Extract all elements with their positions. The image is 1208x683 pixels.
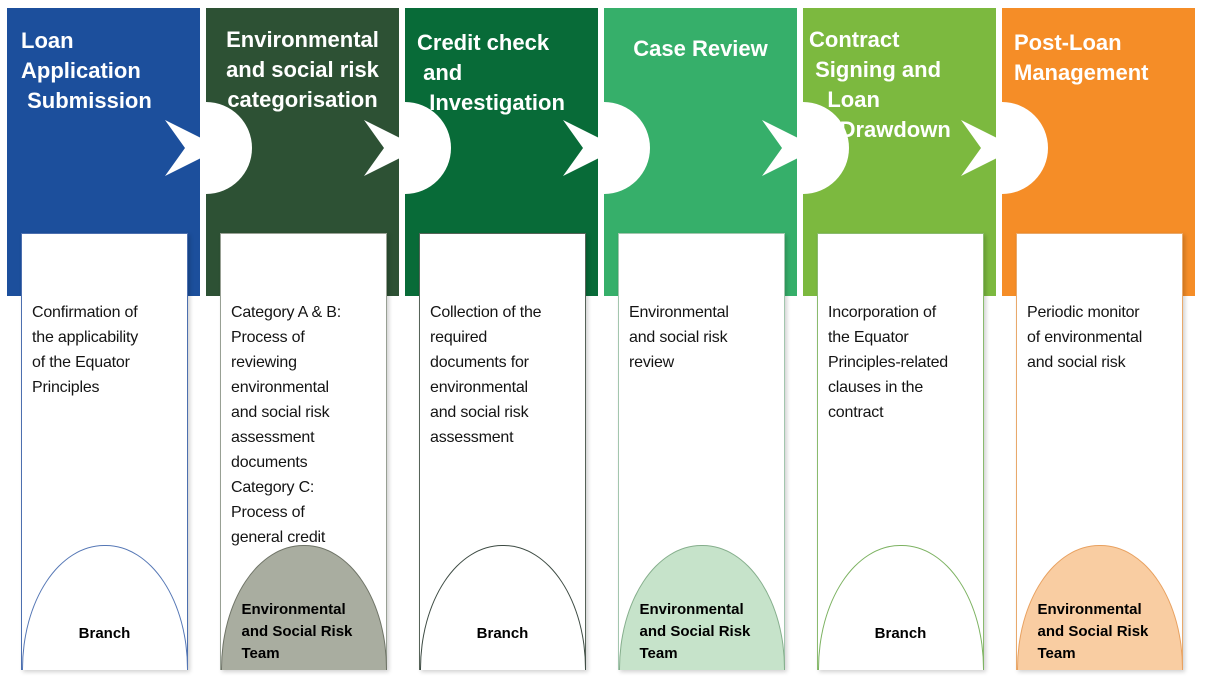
- chevron-right-icon: [961, 120, 1017, 176]
- stage-column-contract-signing: Contract Signing and Loan Drawdown Incor…: [803, 8, 996, 670]
- stage-column-post-loan: Post-Loan Management Periodic monitor of…: [1002, 8, 1195, 670]
- stage-description: Environmental and social risk review: [629, 304, 729, 371]
- owner-dome: Branch: [21, 545, 188, 670]
- owner-label: Branch: [78, 625, 131, 642]
- stage-description: Confirmation of the applicability of the…: [32, 304, 138, 396]
- owner-label: Environmental and Social Risk Team: [1037, 601, 1149, 662]
- owner-dome: Environmental and Social Risk Team: [618, 545, 785, 670]
- owner-label: Branch: [874, 625, 927, 642]
- stage-detail-panel: Environmental and social risk review Env…: [618, 233, 785, 670]
- stage-column-risk-categorisation: Environmental and social risk categorisa…: [206, 8, 399, 670]
- owner-dome: Environmental and Social Risk Team: [220, 545, 387, 670]
- stage-detail-panel: Incorporation of the Equator Principles-…: [817, 233, 984, 670]
- owner-dome: Branch: [419, 545, 586, 670]
- stage-column-loan-application: Loan Application Submission Confirmation…: [7, 8, 200, 670]
- owner-dome: Branch: [817, 545, 984, 670]
- stage-detail-panel: Collection of the required documents for…: [419, 233, 586, 670]
- stage-title: Loan Application Submission: [21, 28, 152, 113]
- stage-column-credit-check: Credit check and Investigation Collectio…: [405, 8, 598, 670]
- owner-label: Environmental and Social Risk Team: [241, 601, 353, 662]
- stage-detail-panel: Confirmation of the applicability of the…: [21, 233, 188, 670]
- chevron-right-icon: [364, 120, 420, 176]
- stage-title: Post-Loan Management: [1014, 30, 1149, 85]
- stage-title: Environmental and social risk categorisa…: [226, 27, 379, 112]
- owner-label: Environmental and Social Risk Team: [639, 601, 751, 662]
- chevron-right-icon: [563, 120, 619, 176]
- owner-label: Branch: [476, 625, 529, 642]
- stage-title: Credit check and Investigation: [417, 30, 565, 115]
- stage-description: Collection of the required documents for…: [430, 304, 542, 446]
- stage-detail-panel: Category A & B: Process of reviewing env…: [220, 233, 387, 670]
- stage-column-case-review: Case Review Environmental and social ris…: [604, 8, 797, 670]
- chevron-right-icon: [165, 120, 221, 176]
- stage-title: Contract Signing and Loan Drawdown: [809, 27, 951, 142]
- chevron-right-icon: [762, 120, 818, 176]
- stage-description: Periodic monitor of environmental and so…: [1027, 304, 1143, 371]
- stage-detail-panel: Periodic monitor of environmental and so…: [1016, 233, 1183, 670]
- stage-description: Incorporation of the Equator Principles-…: [828, 304, 949, 421]
- stage-description: Category A & B: Process of reviewing env…: [231, 304, 341, 546]
- stage-title: Case Review: [633, 36, 768, 61]
- owner-dome: Environmental and Social Risk Team: [1016, 545, 1183, 670]
